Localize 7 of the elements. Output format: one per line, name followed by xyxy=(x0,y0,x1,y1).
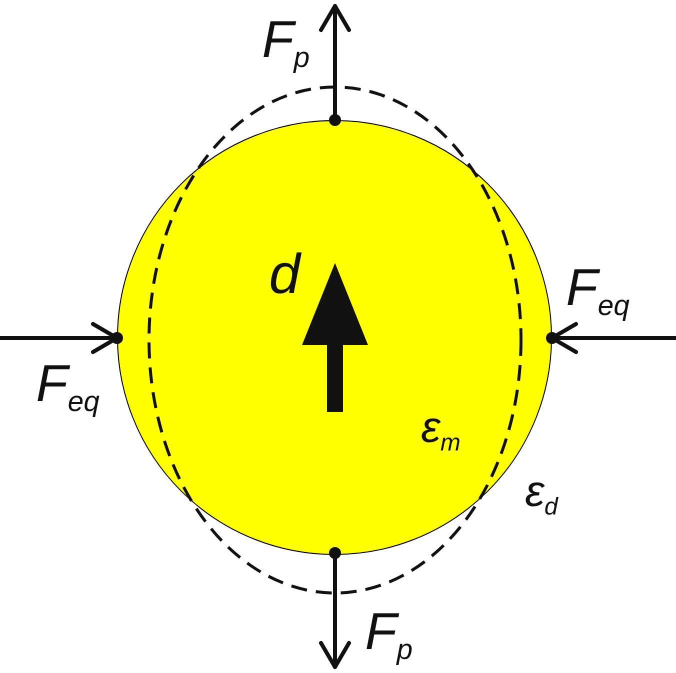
force-label: F$_{p}$ xyxy=(365,606,413,665)
force-label: F$_{eq}$ xyxy=(36,358,100,417)
force-label: F$_{p}$ xyxy=(262,14,310,73)
force-label: F$_{eq}$ xyxy=(566,262,630,321)
permittivity-label: ε$_{d}$ xyxy=(525,470,558,520)
dipole-label: d xyxy=(269,246,300,302)
permittivity-label: ε$_{m}$ xyxy=(421,406,460,456)
